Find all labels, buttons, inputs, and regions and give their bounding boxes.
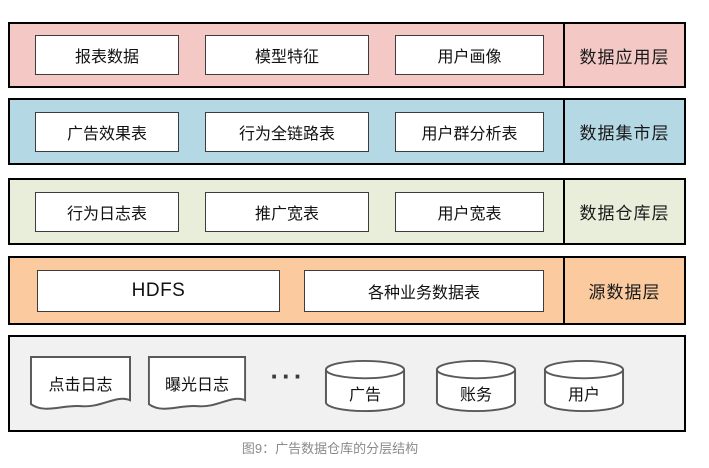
node-behavior-fulllink-table-label: 行为全链路表 <box>238 125 335 143</box>
node-user-profile: 用户画像 <box>395 35 544 75</box>
layer-title-text: 数据应用层 <box>579 47 670 67</box>
document-shape-click-log: 点击日志 <box>29 355 132 414</box>
node-user-wide-table: 用户宽表 <box>395 191 544 232</box>
layer-data-mart-title: 数据集市层 <box>563 100 684 163</box>
click-log-label: 点击日志 <box>48 377 113 394</box>
database-cylinder-icon <box>324 359 406 413</box>
node-usergroup-analysis-table: 用户群分析表 <box>395 111 544 152</box>
layer-data-application-main: 报表数据 模型特征 用户画像 <box>10 24 563 86</box>
ellipsis-more-sources: ··· <box>270 361 306 391</box>
node-hdfs-label: HDFS <box>131 279 186 301</box>
document-shape-impression-log: 曝光日志 <box>147 355 247 414</box>
node-report-data-label: 报表数据 <box>74 49 139 66</box>
node-usergroup-analysis-table-label: 用户群分析表 <box>421 125 518 143</box>
node-behavior-log-table-label: 行为日志表 <box>66 205 147 223</box>
layer-source-systems-main: 点击日志 曝光日志 ··· 广告 <box>10 337 684 430</box>
users-db-label: 用户 <box>567 387 600 404</box>
impression-log-label: 曝光日志 <box>164 377 229 394</box>
database-shape-ads: 广告 <box>324 359 406 413</box>
document-icon <box>29 355 132 410</box>
ads-db-label: 广告 <box>348 387 381 404</box>
layer-title-text: 数据集市层 <box>579 124 670 143</box>
database-shape-accounting: 账务 <box>435 359 517 413</box>
node-hdfs: HDFS <box>37 269 280 312</box>
layer-source-data-main: HDFS 各种业务数据表 <box>10 258 563 323</box>
layer-data-mart-main: 广告效果表 行为全链路表 用户群分析表 <box>10 100 563 163</box>
node-model-features-label: 模型特征 <box>254 49 319 66</box>
node-business-data-tables-label: 各种业务数据表 <box>367 284 480 302</box>
figure-caption: 图9：广告数据仓库的分层结构 <box>0 438 660 457</box>
database-shape-users: 用户 <box>543 359 625 413</box>
layer-title-text: 数据仓库层 <box>579 204 670 223</box>
layer-data-warehouse-main: 行为日志表 推广宽表 用户宽表 <box>10 180 563 243</box>
layer-data-application-title: 数据应用层 <box>563 24 684 86</box>
accounting-db-label: 账务 <box>459 387 492 404</box>
node-promotion-wide-table: 推广宽表 <box>205 191 369 232</box>
node-model-features: 模型特征 <box>205 35 369 75</box>
node-behavior-fulllink-table: 行为全链路表 <box>205 111 369 152</box>
layer-data-application: 报表数据 模型特征 用户画像 数据应用层 <box>8 22 686 88</box>
node-business-data-tables: 各种业务数据表 <box>304 269 544 312</box>
layer-title-text: 源数据层 <box>588 283 661 302</box>
node-promotion-wide-table-label: 推广宽表 <box>254 205 319 223</box>
node-behavior-log-table: 行为日志表 <box>35 191 179 232</box>
layer-data-warehouse: 行为日志表 推广宽表 用户宽表 数据仓库层 <box>8 178 686 245</box>
node-ad-effect-table-label: 广告效果表 <box>66 125 147 143</box>
layer-source-systems: 点击日志 曝光日志 ··· 广告 <box>8 335 686 432</box>
database-cylinder-icon <box>435 359 517 413</box>
document-icon <box>147 355 247 410</box>
node-ad-effect-table: 广告效果表 <box>35 111 179 152</box>
node-user-profile-label: 用户画像 <box>437 49 502 66</box>
layer-data-mart: 广告效果表 行为全链路表 用户群分析表 数据集市层 <box>8 98 686 165</box>
database-cylinder-icon <box>543 359 625 413</box>
layer-source-data: HDFS 各种业务数据表 源数据层 <box>8 256 686 325</box>
layer-source-data-title: 源数据层 <box>563 258 684 323</box>
node-user-wide-table-label: 用户宽表 <box>437 205 502 223</box>
layer-data-warehouse-title: 数据仓库层 <box>563 180 684 243</box>
figure-caption-text: 图9：广告数据仓库的分层结构 <box>241 441 419 456</box>
node-report-data: 报表数据 <box>35 35 179 75</box>
